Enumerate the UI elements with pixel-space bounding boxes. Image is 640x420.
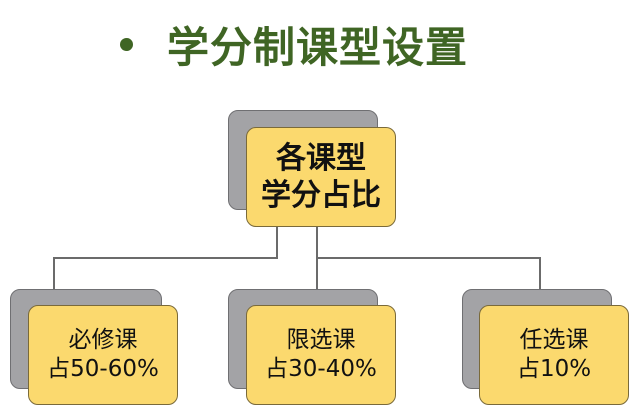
child-label-line1: 任选课	[519, 327, 589, 354]
child-label-line2: 占10%	[516, 356, 592, 382]
child-label-line1: 必修课	[68, 327, 138, 354]
page-title: 学分制课型设置	[120, 14, 468, 74]
child-node-free-elective: 任选课 占10%	[479, 305, 629, 405]
child-label-line2: 占50-60%	[47, 356, 159, 382]
child-node-restricted-elective: 限选课 占30-40%	[246, 305, 396, 405]
connector-root-left-drop	[276, 226, 278, 259]
root-label-line2: 学分占比	[261, 178, 381, 213]
child-label-line1: 限选课	[286, 327, 356, 354]
child-label-line2: 占30-40%	[265, 356, 377, 382]
title-text: 学分制课型设置	[167, 22, 469, 72]
root-node: 各课型 学分占比	[246, 127, 396, 227]
connector-left-horizontal	[53, 257, 278, 259]
child-node-required: 必修课 占50-60%	[28, 305, 178, 405]
bullet-icon	[120, 37, 133, 51]
connector-right-child-drop	[539, 257, 541, 289]
connector-right-horizontal	[316, 257, 541, 259]
connector-left-child-drop	[53, 257, 55, 289]
root-label-line1: 各课型	[276, 140, 366, 176]
